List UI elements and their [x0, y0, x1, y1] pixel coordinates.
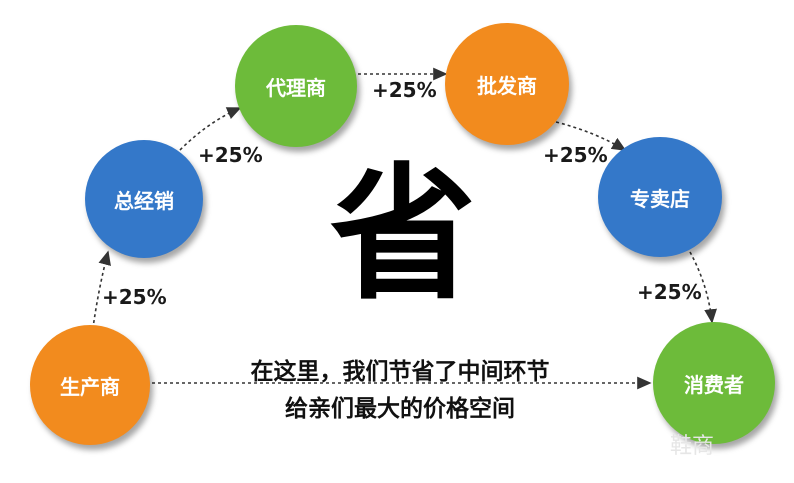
node-consumer: 消费者 [653, 322, 775, 444]
node-general-distributor-label: 总经销 [114, 188, 174, 213]
node-wholesaler: 批发商 [445, 23, 569, 145]
caption-line-1: 在这里，我们节省了中间环节 [250, 359, 550, 385]
markup-wholesaler-to-store: +25% [543, 143, 608, 167]
save-character: 省 [330, 150, 476, 320]
node-wholesaler-label: 批发商 [477, 73, 537, 98]
markup-producer-to-distributor: +25% [102, 285, 167, 309]
watermark: 鞋商 [670, 434, 715, 459]
markup-distributor-to-agent: +25% [198, 143, 263, 167]
node-producer: 生产商 [30, 325, 150, 445]
node-consumer-label: 消费者 [684, 372, 744, 397]
node-agent-label: 代理商 [266, 75, 326, 100]
node-specialty-store: 专卖店 [598, 137, 722, 257]
node-specialty-store-label: 专卖店 [630, 186, 690, 211]
node-general-distributor: 总经销 [85, 140, 203, 258]
markup-agent-to-wholesaler: +25% [372, 78, 437, 102]
caption-line-2: 给亲们最大的价格空间 [285, 396, 515, 422]
node-producer-label: 生产商 [60, 374, 120, 399]
arrow-distributor-to-agent [179, 107, 242, 151]
node-agent: 代理商 [235, 25, 357, 147]
arrow-wholesaler-to-store [555, 121, 627, 151]
arrow-store-to-consumer [689, 251, 717, 324]
markup-store-to-consumer: +25% [637, 280, 702, 304]
